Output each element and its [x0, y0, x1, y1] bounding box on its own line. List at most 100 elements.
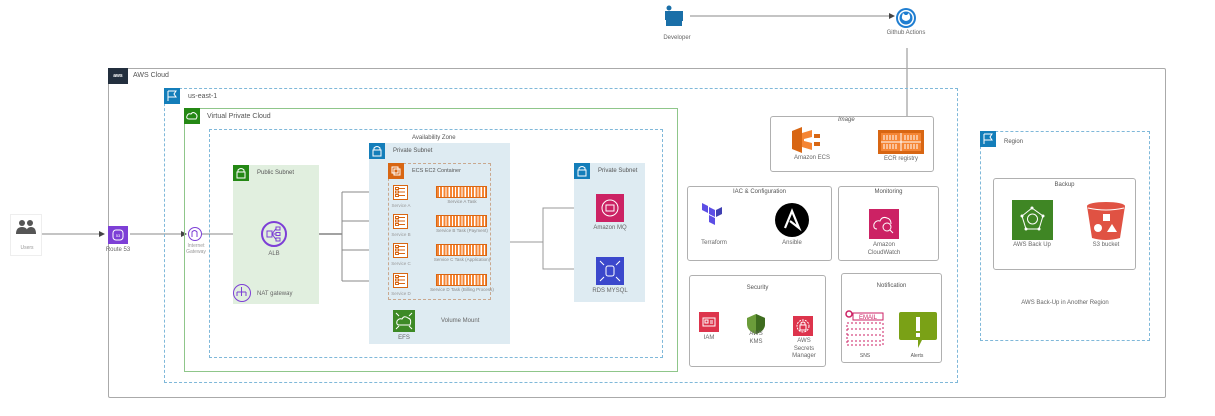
service-icon-label: Service D	[391, 291, 411, 296]
ansible-node[interactable]	[775, 203, 809, 237]
region-title: us-east-1	[188, 93, 218, 100]
private-subnet-app-title: Private Subnet	[393, 148, 433, 154]
svg-text:EMAIL: EMAIL	[859, 315, 878, 321]
secrets-manager-node[interactable]	[793, 316, 813, 336]
iam-node[interactable]	[699, 312, 719, 332]
notification-group-title: Notification	[876, 283, 907, 289]
vpc-cloud-icon	[184, 108, 200, 124]
service-task-node[interactable]	[436, 274, 487, 286]
developer-label: Developer	[663, 35, 691, 41]
sns-node[interactable]: EMAIL	[845, 309, 885, 349]
backup-region-note: AWS Back-Up in Another Region	[1021, 300, 1109, 306]
igw-icon	[191, 230, 198, 237]
service-icon-node[interactable]	[393, 214, 408, 229]
private-subnet-app-lock-icon	[369, 143, 385, 159]
route53-node[interactable]: 53	[108, 226, 128, 244]
ecs-service-icon	[395, 216, 405, 226]
ecs-service-icon	[395, 187, 405, 197]
public-subnet-lock-icon	[233, 165, 249, 181]
ecr-registry-icon	[881, 133, 921, 151]
s3-bucket-label: S3 bucket	[1092, 242, 1120, 248]
service-task-node[interactable]	[436, 215, 487, 227]
efs-icon	[395, 312, 413, 330]
igw-node[interactable]	[188, 227, 202, 241]
alb-label: ALB	[268, 251, 280, 257]
igw-label: Internet Gateway	[186, 243, 206, 256]
iac-group	[687, 186, 832, 261]
backup-region-group	[980, 131, 1150, 341]
secrets-manager-icon	[796, 319, 810, 333]
region-us-east-1	[164, 88, 958, 383]
ecr-registry-node[interactable]	[878, 130, 924, 154]
alerts-label: Alerts	[910, 353, 924, 359]
terraform-label: Terraform	[701, 240, 727, 246]
s3-bucket-node[interactable]	[1086, 200, 1126, 242]
amazon-mq-icon	[601, 199, 619, 217]
aws-logo-icon: aws	[108, 68, 128, 84]
amazon-mq-label: Amazon MQ	[593, 225, 627, 231]
users-node[interactable]: Users	[10, 214, 42, 256]
alb-icon	[266, 226, 281, 242]
ansible-label: Ansible	[782, 240, 802, 246]
nat-gateway-label: NAT gateway	[257, 291, 293, 297]
rds-icon	[599, 260, 621, 282]
developer-icon	[665, 5, 683, 26]
aws-backup-node[interactable]	[1012, 200, 1053, 240]
service-task-node[interactable]	[436, 186, 487, 198]
efs-node[interactable]	[393, 310, 415, 332]
service-task-label: Service C Task (Application)	[433, 257, 491, 262]
ecr-registry-label: ECR registry	[883, 156, 918, 162]
amazon-ecs-node[interactable]	[790, 127, 830, 153]
private-subnet-data-title: Private Subnet	[598, 168, 638, 174]
region-flag-icon	[164, 88, 180, 104]
route53-label: Route 53	[105, 247, 131, 253]
volume-mount-label: Volume Mount	[440, 318, 481, 326]
backup-region-title: Region	[1004, 139, 1024, 145]
secrets-manager-label: AWS Secrets Manager	[792, 338, 816, 359]
alb-node[interactable]	[261, 221, 287, 247]
iam-icon	[702, 317, 716, 327]
alerts-icon	[899, 312, 937, 348]
service-task-label: Service B Task (Payment)	[436, 228, 488, 233]
vpc-title: Virtual Private Cloud	[207, 113, 271, 120]
sns-label: SNS	[859, 353, 871, 359]
github-label: Github Actions	[886, 30, 926, 36]
rds-node[interactable]	[596, 257, 624, 285]
service-task-label: Service D Task (Billing Process)	[430, 287, 494, 292]
aws-backup-label: AWS Back Up	[1013, 242, 1051, 248]
service-task-node[interactable]	[436, 244, 487, 256]
rds-label: RDS MYSQL	[592, 288, 628, 294]
s3-bucket-icon	[1087, 202, 1125, 240]
backup-region-flag-icon	[980, 131, 996, 147]
service-icon-label: Service B	[391, 232, 411, 237]
service-icon-node[interactable]	[393, 273, 408, 288]
terraform-icon	[702, 203, 722, 225]
terraform-node[interactable]	[702, 203, 724, 227]
users-label: Users	[20, 245, 34, 251]
ecs-service-icon	[395, 245, 405, 255]
alerts-node[interactable]	[898, 310, 938, 350]
aws-cloud-title: AWS Cloud	[133, 72, 169, 79]
public-subnet-title: Public Subnet	[257, 170, 295, 176]
amazon-mq-node[interactable]	[596, 194, 624, 222]
ecs-container-title: ECS EC2 Container	[412, 168, 461, 174]
iac-group-title: IAC & Configuration	[732, 189, 787, 195]
monitoring-group-title: Monitoring	[874, 189, 903, 195]
ecs-container-icon	[388, 163, 404, 179]
nat-gateway-node[interactable]	[233, 284, 251, 302]
github-actions-node[interactable]	[896, 8, 916, 28]
service-icon-node[interactable]	[393, 243, 408, 258]
route53-icon: 53	[112, 229, 124, 241]
kms-node[interactable]	[747, 314, 765, 334]
amazon-ecs-label: Amazon ECS	[793, 155, 830, 161]
efs-label: EFS	[398, 335, 410, 341]
svg-text:53: 53	[116, 233, 121, 238]
service-icon-node[interactable]	[393, 185, 408, 200]
cloudwatch-label: Amazon CloudWatch	[867, 242, 901, 256]
availability-zone-title: Availability Zone	[412, 135, 456, 141]
vpc-group	[184, 108, 678, 372]
cloudwatch-node[interactable]	[869, 209, 899, 239]
kms-label: AWS KMS	[749, 331, 763, 345]
iam-label: IAM	[703, 335, 715, 341]
developer-node[interactable]	[664, 5, 694, 29]
